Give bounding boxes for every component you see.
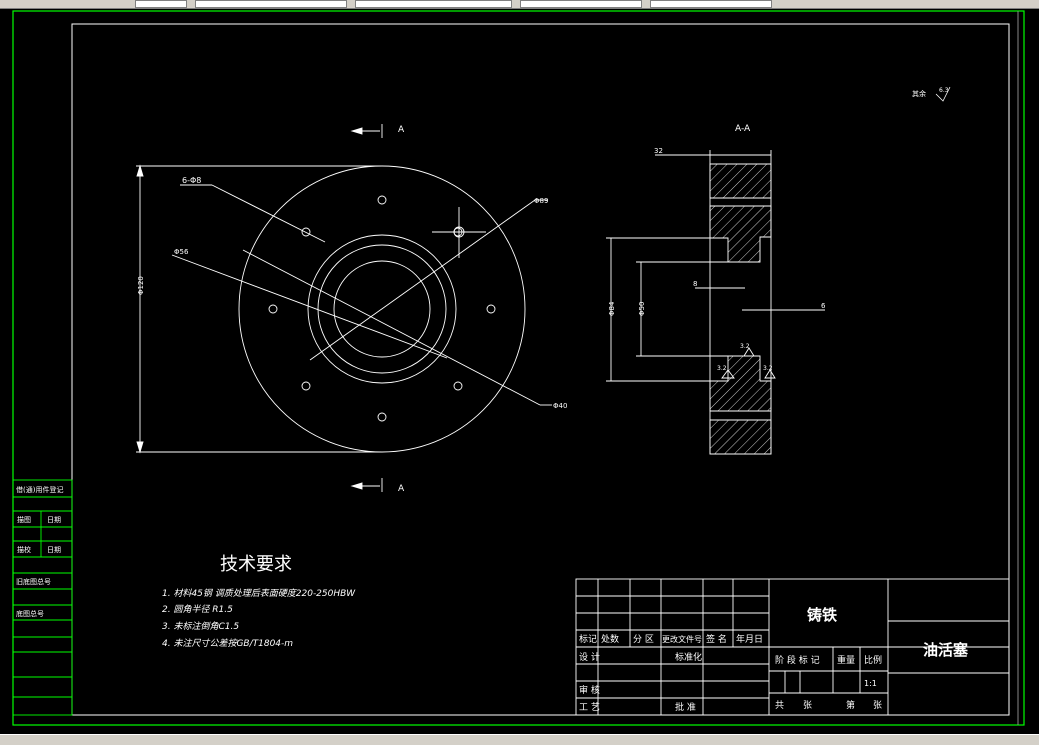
hdr-sign: 签 名 <box>706 633 727 645</box>
design-label: 设 计 <box>579 651 600 663</box>
front-view <box>136 124 552 492</box>
dim-top-width: 32 <box>654 147 663 155</box>
standardize-label: 标准化 <box>675 651 702 663</box>
cad-drawing: 借(通)用件登记 描图 日期 描校 日期 旧底图总号 底图总号 其余 6.3 <box>12 10 1025 726</box>
weight-label: 重量 <box>837 654 855 666</box>
material-label: 铸铁 <box>807 606 837 624</box>
toolbar-layer-combo[interactable] <box>135 0 187 8</box>
rough-c: 3.2 <box>763 365 773 372</box>
section-marker-top: A <box>398 125 405 135</box>
toolbar-style-combo[interactable] <box>650 0 772 8</box>
svg-text:其余: 其余 <box>912 89 926 98</box>
dim-inner-left: Φ56 <box>174 248 189 256</box>
strip-old-base-no: 旧底图总号 <box>16 577 51 586</box>
strip-base-no: 底图总号 <box>16 609 44 618</box>
svg-text:6.3: 6.3 <box>939 87 949 94</box>
section-view-title: A-A <box>735 124 751 134</box>
section-view <box>606 150 825 455</box>
rough-b: 3.2 <box>740 343 750 350</box>
inner-frame <box>71 23 1010 716</box>
section-marker-bottom: A <box>398 484 405 494</box>
strip-borrow-reg: 借(通)用件登记 <box>16 485 63 494</box>
dim-step-right: 6 <box>821 302 826 310</box>
stage-mark-label: 阶 段 标 记 <box>775 654 820 666</box>
roughness-note: 其余 6.3 <box>912 86 951 102</box>
strip-check-date: 日期 <box>47 546 61 554</box>
tech-item-4: 4. 未注尺寸公差按GB/T1804-m <box>162 638 293 649</box>
hdr-count: 处数 <box>601 633 619 645</box>
pitch-circle <box>307 234 457 384</box>
toolbar-lineweight-combo[interactable] <box>355 0 512 8</box>
hdr-date: 年月日 <box>736 633 763 645</box>
dim-bore: Φ40 <box>553 402 567 410</box>
hdr-zone: 分 区 <box>633 634 654 645</box>
tech-title: 技术要求 <box>220 554 292 575</box>
sheets-label: 张 <box>803 700 812 711</box>
left-strip <box>12 479 73 716</box>
dim-overall-height: Φ120 <box>137 276 145 295</box>
sheet-unit-label: 张 <box>873 700 882 711</box>
strip-trace-date: 日期 <box>47 516 61 524</box>
check-label: 审 核 <box>579 684 600 696</box>
approve-label: 批 准 <box>675 701 696 713</box>
total-label: 共 <box>775 700 784 711</box>
toolbar <box>0 0 1039 9</box>
tech-item-2: 2. 圆角半径 R1.5 <box>162 604 233 615</box>
dim-step-left: 8 <box>693 280 697 288</box>
part-name: 油活塞 <box>923 641 969 659</box>
dim-section-outer: Φ84 <box>608 301 616 316</box>
dim-section-inner: Φ50 <box>638 302 646 316</box>
scale-value: 1:1 <box>864 679 877 688</box>
rough-a: 3.2 <box>717 365 727 372</box>
tech-item-3: 3. 未标注倒角C1.5 <box>162 621 239 632</box>
hdr-change-doc: 更改文件号 <box>662 634 702 644</box>
toolbar-color-combo[interactable] <box>520 0 642 8</box>
strip-trace-check: 描校 <box>17 545 31 554</box>
tech-item-1: 1. 材料45钢 调质处理后表面硬度220-250HBW <box>162 588 356 599</box>
outer-frame <box>12 10 1025 726</box>
bore-circle <box>333 260 431 358</box>
title-block <box>575 578 1010 716</box>
hdr-mark: 标记 <box>579 633 597 645</box>
dim-pitch: Φ89 <box>534 197 548 205</box>
status-bar <box>0 734 1039 745</box>
toolbar-linetype-combo[interactable] <box>195 0 347 8</box>
process-label: 工 艺 <box>579 702 600 713</box>
tech-requirements: 技术要求 1. 材料45钢 调质处理后表面硬度220-250HBW 2. 圆角半… <box>162 554 356 649</box>
sheet-no-label: 第 <box>846 699 855 711</box>
hole-callout: 6-Φ8 <box>182 176 201 185</box>
drawing-canvas[interactable]: 借(通)用件登记 描图 日期 描校 日期 旧底图总号 底图总号 其余 6.3 <box>0 9 1039 734</box>
scale-label: 比例 <box>864 654 882 666</box>
strip-trace: 描图 <box>17 515 31 524</box>
